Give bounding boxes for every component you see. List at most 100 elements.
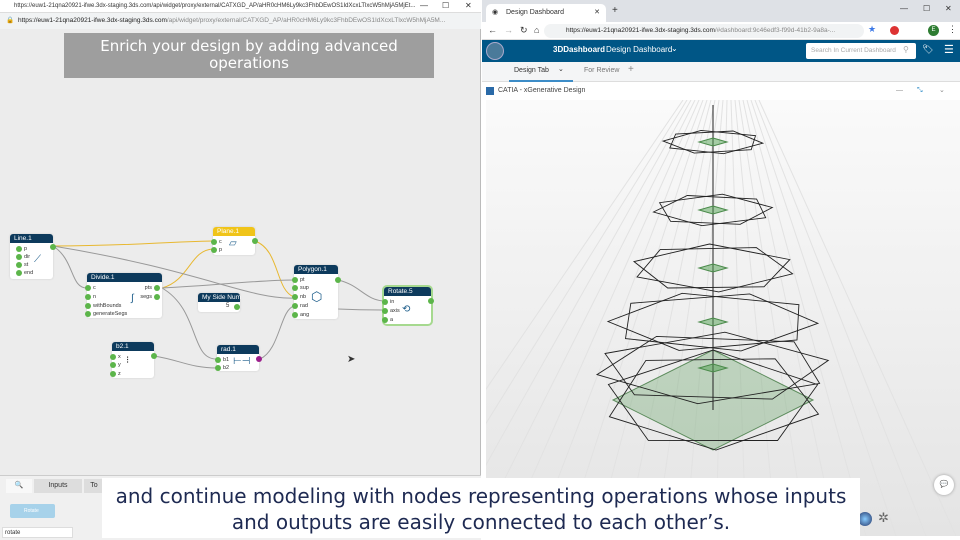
port-nb[interactable]: nb: [291, 294, 307, 300]
address-bar[interactable]: https://euw1-21qna20921-ifwe.3dx-staging…: [544, 24, 864, 38]
chevron-down-icon[interactable]: ⌄: [939, 87, 945, 94]
close-button[interactable]: ✕: [465, 1, 472, 10]
hamburger-menu-icon[interactable]: ☰: [944, 44, 954, 56]
browser-tab[interactable]: ◉Design Dashboard✕: [486, 4, 606, 22]
reload-icon[interactable]: ↻: [520, 25, 528, 35]
section-plane: [697, 263, 729, 273]
port-z[interactable]: z: [110, 371, 121, 377]
node-divide[interactable]: Divide.1 c n withBounds generateSegs pts…: [84, 273, 162, 318]
view-compass-icon[interactable]: [858, 512, 872, 526]
curve-icon: ∫: [131, 293, 134, 304]
pentagon-level-2: [658, 193, 774, 225]
port-c[interactable]: c: [211, 239, 222, 245]
output-port[interactable]: [335, 277, 341, 283]
output-port[interactable]: [234, 304, 240, 310]
port-p[interactable]: p: [15, 246, 28, 252]
tag-icon[interactable]: 🏷: [922, 44, 934, 54]
menu-dots-icon[interactable]: ⋮: [948, 24, 957, 34]
grid-line: [445, 99, 692, 537]
port-pt[interactable]: pt: [292, 277, 305, 283]
port-withbounds[interactable]: withBounds: [84, 303, 122, 309]
tab-for-review[interactable]: For Review: [584, 67, 620, 74]
tab-inputs[interactable]: Inputs: [34, 479, 82, 493]
home-icon[interactable]: ⌂: [534, 25, 540, 35]
search-icon[interactable]: ⚲: [903, 45, 909, 54]
widget-title: CATIA - xGenerative Design: [498, 87, 586, 94]
port-axis[interactable]: axis: [382, 308, 400, 314]
node-rad[interactable]: rad.1 b1 b2 ⊢⊣: [214, 345, 262, 371]
minimize-button[interactable]: —: [420, 1, 428, 10]
add-tab-icon[interactable]: +: [628, 64, 634, 75]
port-p[interactable]: p: [210, 247, 223, 253]
port-st[interactable]: st: [15, 262, 29, 268]
right-browser-window: ◉Design Dashboard✕ + — ☐ ✕ ← → ↻ ⌂ https…: [385, 0, 960, 540]
port-n[interactable]: n: [84, 294, 97, 300]
node-polygon[interactable]: Polygon.1 pt sup nb rad ang ⬡: [291, 265, 341, 319]
node-title: b2.1: [112, 342, 154, 351]
port-end[interactable]: end: [15, 270, 34, 276]
library-search-input[interactable]: rotate: [2, 527, 73, 538]
node-my-side-num[interactable]: My Side Num 5: [198, 293, 241, 312]
compass-icon[interactable]: [486, 42, 504, 60]
port-y[interactable]: y: [110, 362, 121, 368]
3d-viewport[interactable]: ✲ 💬: [385, 99, 960, 537]
back-icon[interactable]: ←: [488, 25, 497, 35]
left-browser-window: https://euw1-21qna20921-ifwe.3dx-staging…: [0, 0, 481, 540]
address-bar[interactable]: 🔒https://euw1-21qna20921-ifwe.3dx-stagin…: [0, 13, 481, 29]
dashboard-name[interactable]: Design Dashboard: [606, 45, 673, 54]
dashboard-search-input[interactable]: Search In Current Dashboard: [806, 43, 916, 59]
chat-icon[interactable]: 💬: [934, 475, 954, 495]
close-tab-icon[interactable]: ✕: [594, 9, 600, 16]
collapse-icon[interactable]: ⤡: [917, 87, 923, 94]
new-tab-button[interactable]: +: [612, 5, 618, 16]
tab-title: Design Dashboard: [506, 9, 564, 16]
node-b2[interactable]: b2.1 x y z ⁝: [110, 342, 157, 378]
port-sup[interactable]: sup: [292, 285, 309, 291]
forward-icon[interactable]: →: [504, 25, 513, 35]
minimize-widget-icon[interactable]: —: [896, 87, 903, 94]
chevron-down-icon[interactable]: ⌄: [671, 44, 678, 53]
extension-icon[interactable]: [890, 26, 899, 35]
minimize-button[interactable]: —: [900, 4, 908, 13]
wire: [161, 248, 214, 289]
dashboard-header: 3DDashboard Design Dashboard ⌄ Search In…: [482, 40, 960, 62]
output-segs[interactable]: segs: [140, 294, 160, 300]
window-title: https://euw1-21qna20921-ifwe.3dx-staging…: [0, 0, 481, 13]
node-plane[interactable]: Plane.1 c p ▱: [210, 227, 258, 255]
maximize-button[interactable]: ☐: [923, 4, 931, 13]
node-rotate[interactable]: Rotate.5 in axis a ⟲: [381, 287, 434, 324]
side-num-value[interactable]: 5: [226, 303, 230, 309]
port-ang[interactable]: ang: [291, 312, 310, 318]
tab-tools[interactable]: To: [84, 479, 104, 493]
port-in[interactable]: in: [381, 299, 395, 305]
grid-line: [742, 99, 837, 537]
port-x[interactable]: x: [110, 354, 121, 360]
robot-icon[interactable]: ✲: [878, 510, 889, 525]
profile-avatar[interactable]: E: [928, 25, 939, 36]
chevron-down-icon[interactable]: ⌄: [558, 66, 564, 73]
tab-design-tab[interactable]: Design Tab: [514, 67, 549, 74]
line-icon: ⟋: [34, 254, 41, 265]
close-button[interactable]: ✕: [945, 4, 952, 13]
grid-line: [685, 99, 724, 537]
output-port[interactable]: [256, 356, 262, 362]
port-generatesegs[interactable]: generateSegs: [84, 311, 128, 317]
output-port[interactable]: [428, 298, 434, 304]
port-dir[interactable]: dir: [15, 254, 31, 260]
bookmark-star-icon[interactable]: ★: [868, 24, 877, 34]
output-port[interactable]: [252, 238, 258, 244]
node-line[interactable]: Line.1 p dir st end ⟋: [10, 234, 56, 279]
grid-line: [758, 99, 957, 537]
maximize-button[interactable]: ☐: [442, 1, 450, 10]
output-port[interactable]: [151, 353, 157, 359]
rotate-result-item[interactable]: Rotate: [10, 504, 55, 518]
port-a[interactable]: a: [381, 317, 394, 323]
port-c[interactable]: c: [85, 285, 96, 291]
search-tab[interactable]: 🔍: [6, 479, 32, 493]
port-rad[interactable]: rad: [292, 303, 308, 309]
section-plane: [697, 363, 729, 373]
output-pts[interactable]: pts: [144, 285, 161, 291]
output-port[interactable]: [50, 244, 56, 250]
port-b2[interactable]: b2: [214, 365, 230, 371]
port-b1[interactable]: b1: [214, 357, 230, 363]
